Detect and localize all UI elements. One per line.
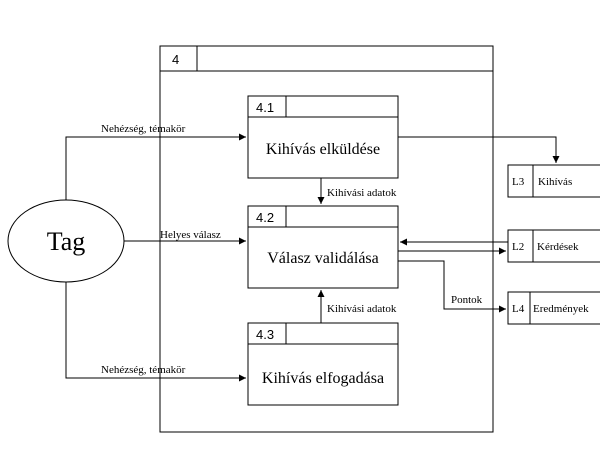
process-4-3-id: 4.3 xyxy=(256,327,274,342)
flow-4-1-to-4-2-label: Kihívási adatok xyxy=(327,187,397,199)
flow-tag-to-4-3 xyxy=(65,282,246,382)
store-l4-name: Eredmények xyxy=(533,303,589,315)
store-l4: L4 Eredmények xyxy=(507,291,600,325)
flow-tag-to-4-1-label: Nehézség, témakör xyxy=(101,123,186,135)
store-l3-id: L3 xyxy=(512,176,525,188)
process-4-2-name: Válasz validálása xyxy=(267,250,379,267)
store-l4-id: L4 xyxy=(512,303,525,315)
flow-tag-to-4-2-label: Helyes válasz xyxy=(160,229,221,241)
process-4-3: 4.3 Kihívás elfogadása xyxy=(247,322,399,406)
flow-4-3-to-4-2-label: Kihívási adatok xyxy=(327,303,397,315)
store-l2-id: L2 xyxy=(512,241,524,253)
process-4-2-id: 4.2 xyxy=(256,210,274,225)
store-l2: L2 Kérdések xyxy=(507,229,600,263)
outer-process-id: 4 xyxy=(172,52,179,67)
store-l3: L3 Kihívás xyxy=(507,164,600,198)
flow-tag-to-4-3-label: Nehézség, témakör xyxy=(101,364,186,376)
flow-tag-to-4-1 xyxy=(65,133,246,200)
entity-tag: Tag xyxy=(7,199,125,283)
store-l3-name: Kihívás xyxy=(538,176,572,188)
process-4-3-name: Kihívás elfogadása xyxy=(262,370,384,387)
process-4-2: 4.2 Válasz validálása xyxy=(247,205,399,289)
flow-4-1-to-l3 xyxy=(398,136,560,163)
process-4-1: 4.1 Kihívás elküldése xyxy=(247,95,399,179)
flow-4-2-to-l4 xyxy=(398,260,506,313)
process-4-1-id: 4.1 xyxy=(256,100,274,115)
flow-4-2-to-l4-label: Pontok xyxy=(451,294,483,306)
store-l2-name: Kérdések xyxy=(537,241,579,253)
entity-tag-name: Tag xyxy=(47,227,86,256)
process-4-1-name: Kihívás elküldése xyxy=(266,141,380,158)
